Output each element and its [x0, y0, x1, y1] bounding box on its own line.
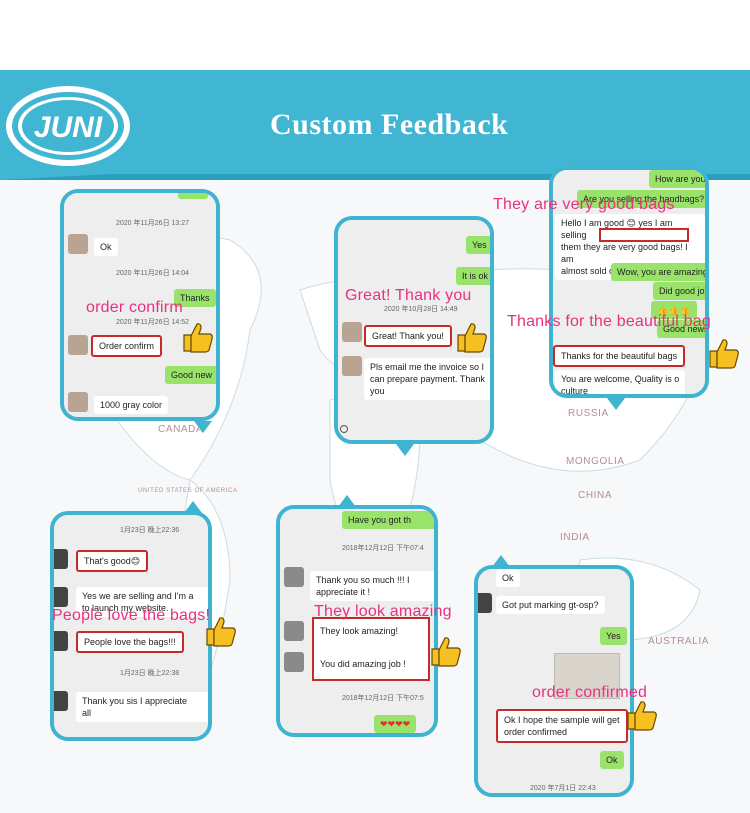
avatar: [284, 652, 304, 672]
logo-text: JUNI: [34, 111, 103, 144]
highlighted-message: Thanks for the beautiful bags: [553, 345, 686, 367]
timestamp: 1月23日 晚上22:38: [120, 670, 180, 677]
message-bubble: They look amazing!: [320, 626, 399, 636]
highlighted-message: People love the bags!!!: [76, 631, 184, 653]
timestamp: 2018年12月12日 下午07:4: [342, 545, 424, 552]
map-label-usa: UNITED STATES OF AMERICA: [138, 488, 238, 494]
message-bubble: You did amazing job !: [320, 659, 406, 669]
timestamp: 1月23日 晚上22:36: [120, 527, 180, 534]
callout-tail: [194, 421, 212, 433]
avatar: [54, 587, 68, 607]
chat-screenshot-6: Ok Got put marking gt-osp? Yes Ok I hope…: [474, 555, 634, 797]
caption: order confirm: [86, 299, 183, 316]
caption: Great! Thank you: [345, 287, 472, 304]
avatar: [342, 322, 362, 342]
map-label-australia: AUSTRALIA: [648, 636, 709, 647]
message-bubble: It is ok: [456, 267, 490, 285]
timestamp: 2020 年7月1日 22:43: [530, 785, 596, 792]
caption: People love the bags!: [52, 607, 211, 624]
caption: order confirmed: [532, 684, 648, 701]
callout-tail: [396, 444, 414, 456]
message-bubble: 👍👍👍: [651, 301, 697, 319]
map-label-mongolia: MONGOLIA: [566, 456, 625, 467]
message-bubble: Have you got th: [342, 511, 434, 529]
message-bubble: Yes: [466, 236, 490, 254]
caption: They are very good bags: [493, 196, 675, 213]
page-title: Custom Feedback: [270, 108, 509, 141]
timestamp: 2020 年11月26日 14:04: [116, 270, 190, 277]
emoji-icon: [340, 425, 348, 433]
message-bubble: Ok: [600, 751, 624, 769]
message-bubble: How are you: [649, 170, 705, 188]
chat-screenshot-4: 1月23日 晚上22:36 That's good😊 Yes we are se…: [50, 501, 212, 741]
avatar: [68, 392, 88, 412]
callout-tail: [607, 398, 625, 410]
caption: They look amazing: [314, 603, 452, 620]
message-bubble: Good news: [657, 320, 705, 338]
thumbs-up-icon: [206, 617, 236, 647]
map-label-india: INDIA: [560, 532, 590, 543]
message-bubble: Thank you so much !!! I appreciate it !: [310, 571, 434, 601]
avatar: [68, 234, 88, 254]
message-bubble: Are you selling the handbags?: [577, 190, 705, 208]
avatar: [54, 549, 68, 569]
highlight-box: [599, 228, 689, 242]
callout-tail: [492, 555, 510, 567]
message-bubble: Thanks: [174, 289, 216, 307]
avatar: [284, 567, 304, 587]
thumbs-up-icon: [627, 701, 657, 731]
map-label-russia: RUSSIA: [568, 408, 609, 419]
highlighted-message: Great! Thank you!: [364, 325, 452, 347]
photo-thumbnail: [554, 653, 620, 699]
highlighted-message: Ok I hope the sample will get order conf…: [496, 709, 628, 743]
timestamp: 2018年12月12日 下午07:5: [342, 695, 424, 702]
avatar: [342, 356, 362, 376]
map-label-canada: CANADA: [158, 424, 204, 435]
highlighted-message: Order confirm: [91, 335, 163, 357]
avatar: [284, 621, 304, 641]
timestamp: 2020 年11月26日 13:27: [116, 220, 190, 227]
thumbs-up-icon: [183, 323, 213, 353]
message-bubble: You are welcome, Quality is o culture: [555, 370, 686, 394]
message-bubble: Got put marking gt-osp?: [496, 596, 605, 614]
message-bubble: 1000 gray color: [94, 396, 169, 414]
message-bubble: Pls email me the invoice so I can prepar…: [364, 358, 490, 400]
thumbs-up-icon: [457, 323, 487, 353]
avatar: [478, 593, 492, 613]
message-bubble: Ok: [496, 569, 520, 587]
highlighted-message: That's good😊: [76, 550, 149, 572]
message-bubble: Yes: [600, 627, 627, 645]
message-bubble: Good new: [165, 366, 216, 384]
map-label-china: CHINA: [578, 490, 613, 501]
message-bubble: Did good job: [653, 282, 705, 300]
message-bubble: Ok: [94, 238, 118, 256]
heart-icon: ❤❤❤❤: [374, 715, 417, 733]
chat-screenshot-5: Have you got th 2018年12月12日 下午07:4 Thank…: [276, 495, 438, 737]
timestamp: 2020 年10月28日 14:49: [384, 306, 458, 313]
message-bubble: Wow, you are amazing: [611, 263, 705, 281]
message-bubble: [178, 193, 208, 199]
timestamp: 2020 年11月26日 14:52: [116, 319, 190, 326]
banner-stripe: [0, 174, 750, 180]
caption: Thanks for the beautiful bag: [507, 313, 711, 330]
chat-screenshot-3: How are you Are you selling the handbags…: [549, 166, 709, 410]
thumbs-up-icon: [431, 637, 461, 667]
avatar: [68, 335, 88, 355]
chat-screenshot-1: 2020 年11月26日 13:27 Ok 2020 年11月26日 14:04…: [60, 189, 220, 433]
callout-tail: [184, 501, 202, 513]
juni-logo: JUNI: [0, 70, 170, 188]
message-bubble: Yes we are selling and I'm a to launch m…: [76, 587, 208, 617]
avatar: [54, 691, 68, 711]
callout-tail: [338, 495, 356, 507]
highlight-box: [312, 617, 430, 681]
message-bubble: Thank you sis I appreciate all: [76, 692, 208, 722]
avatar: [54, 631, 68, 651]
thumbs-up-icon: [709, 339, 739, 369]
